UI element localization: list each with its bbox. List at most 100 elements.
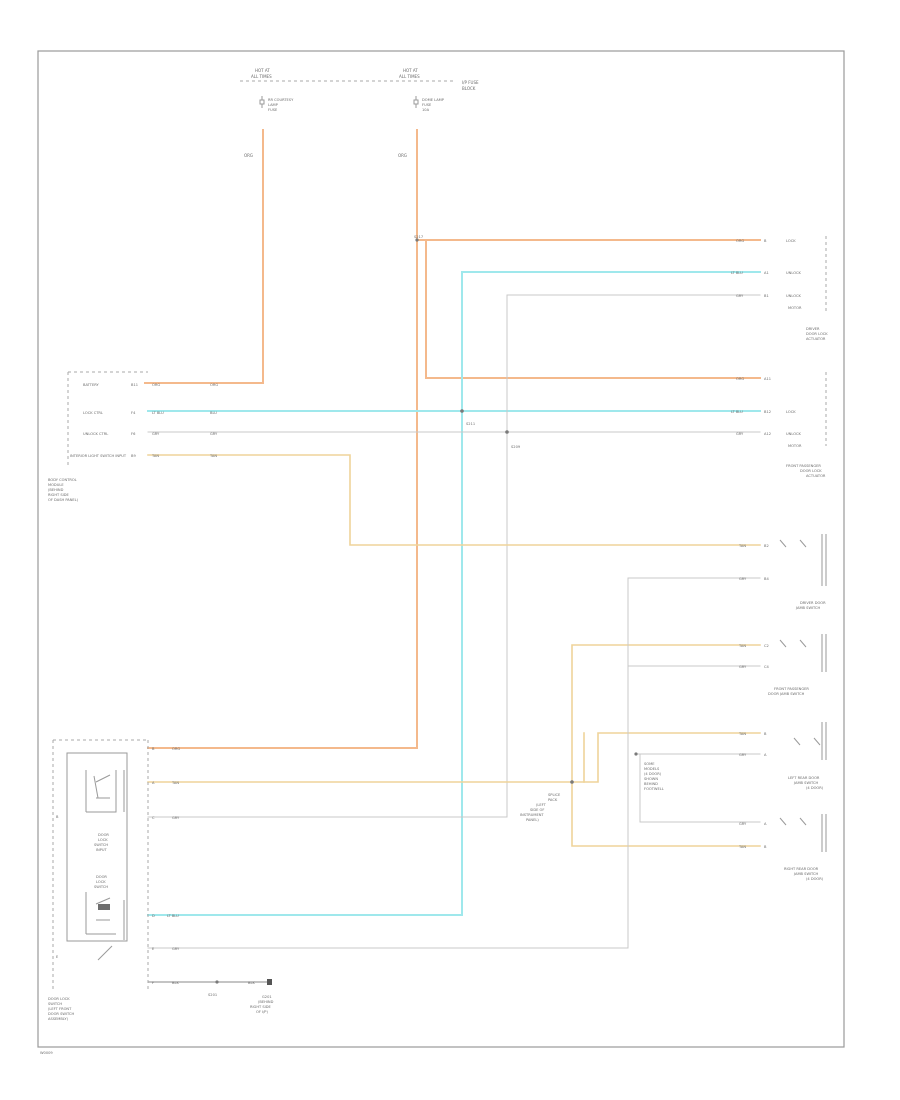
dlsm-pin-e: E GRY (152, 947, 180, 951)
wires (144, 129, 761, 983)
dlsm-pin-color: GRY (172, 947, 180, 951)
splice-pack-note: SPLICE PACK (LEFT SIDE OF INSTRUMENT PAN… (520, 793, 561, 822)
dj1-label: DRIVER DOOR (800, 601, 826, 605)
models-note-line-3: (4 DOOR) (644, 772, 662, 776)
dlsm-label: DOOR LOCK (48, 997, 70, 1001)
fuse-block: HOT AT ALL TIMES HOT AT ALL TIMES I/P FU… (240, 68, 479, 158)
fuse-right-desc: DOME LAMP (422, 98, 445, 102)
dlsm-label-5: ASSEMBLY) (48, 1017, 69, 1021)
splice-dot-org (415, 238, 419, 242)
splice-pack-label: SPLICE (548, 793, 561, 797)
dj4-symbol (779, 814, 827, 852)
fuse-right-hot-label: HOT AT (403, 68, 418, 73)
fuse-left: RR COURTESY LAMP FUSE (259, 96, 294, 112)
ddl-pin-color: GRY (736, 294, 744, 298)
dj2-pin-color-2: GRY (739, 665, 747, 669)
models-note-line-6: FOOTWELL (644, 787, 664, 791)
bcm-label-5: OF DASH PANEL) (48, 498, 79, 502)
bcm-pin-interior: INTERIOR LIGHT SWITCH INPUT B9 TAN TAN (70, 454, 217, 458)
wire-gry-rr-jamb (639, 753, 761, 823)
passenger-door-lock-actuator: ORG A11 LT BLU B12 LOCK GRY A12 UNLOCK M… (731, 372, 827, 478)
splice-dot-tan (570, 780, 574, 784)
ground-label: G201 (262, 995, 272, 999)
dlsm-lower-switch (85, 892, 125, 961)
dlsm-upper-switch (85, 770, 125, 813)
dj2-label-2: DOOR JAMB SWITCH (768, 692, 805, 696)
splice-s217-label: S217 (414, 235, 423, 239)
bcm-label-2: MODULE (48, 483, 64, 487)
dlsm-sub2-3: SWITCH (94, 885, 108, 889)
dj1-pin-color-2: GRY (739, 577, 747, 581)
pdl-pin-2: LT BLU B12 LOCK (731, 410, 796, 414)
pdl-pin-tag: LOCK (786, 410, 796, 414)
dj4-pin-code-2: B (764, 845, 767, 849)
dlsm-pin-code: E (152, 947, 155, 951)
wire-org-passenger-lock (425, 239, 761, 379)
dj3-label: LEFT REAR DOOR (788, 776, 820, 780)
fuse-left-desc-3: FUSE (268, 108, 278, 112)
dlsm-pin-color: ORG (172, 747, 180, 751)
dj3-pin-color: TAN (738, 732, 746, 736)
bcm-pin-battery: BATTERY B11 ORG ORG (83, 383, 218, 387)
ddl-pin-tag: UNLOCK (786, 294, 802, 298)
wire-label-org-right: ORG (398, 153, 407, 158)
dj3-label-3: (4 DOOR) (806, 786, 824, 790)
bcm-pin-code: F4 (131, 411, 136, 415)
models-note-line-4: SHOWN (644, 777, 658, 781)
fuse-block-label: I/P FUSE (462, 80, 479, 85)
ddl-pin-tag: LOCK (786, 239, 796, 243)
dlsm-pin-d: D LT BLU (152, 914, 179, 918)
ddl-label-2: DOOR LOCK (806, 332, 828, 336)
bcm-pin-wire: BLU (210, 411, 217, 415)
ddl-pin-code: A1 (764, 271, 769, 275)
bcm-label-4: RIGHT SIDE (48, 493, 69, 497)
wire-tan-rr-jamb (571, 781, 761, 847)
fuse-left-hot-label-2: ALL TIMES (251, 74, 272, 79)
fuse-right-desc-2: FUSE (422, 103, 432, 107)
dj2-pin-code: C2 (764, 644, 769, 648)
dlsm-switch-contact (98, 904, 110, 910)
bcm-pin-unlock: UNLOCK CTRL F6 GRY GRY (83, 432, 218, 436)
ground-label-4: OF I/P) (256, 1010, 268, 1014)
dj3-label-2: JAMB SWITCH (793, 781, 819, 785)
dj3-pin-code-2: A (764, 753, 767, 757)
dlsm-label-3: (LEFT FRONT (48, 1007, 72, 1011)
dlsm-pin-a: A TAN (152, 781, 179, 785)
dj4-pin-color-2: TAN (738, 845, 746, 849)
pdl-pin-3: GRY A12 UNLOCK (736, 432, 802, 436)
dj1-label-2: JAMB SWITCH (795, 606, 821, 610)
pdl-pin-tag: UNLOCK (786, 432, 802, 436)
splice-dot-ground (215, 980, 219, 984)
dj3-pin-color-2: GRY (739, 753, 747, 757)
dlsm-pin-c: C GRY (152, 816, 180, 820)
splice-pack-label-4: SIDE OF (530, 808, 544, 812)
bcm-pin-color: TAN (151, 454, 159, 458)
ground-splice-label: S201 (208, 993, 217, 997)
dlsm-sub1-4: INPUT (96, 848, 108, 852)
ground: S201 BLK G201 (BEHIND RIGHT SIDE OF I/P) (208, 979, 274, 1014)
ddl-pin-2: LT BLU A1 UNLOCK (731, 271, 802, 275)
dlsm-pin-code: A (152, 781, 155, 785)
wire-ltblu-lock-bus (147, 271, 761, 916)
dlsm-pin-color: TAN (171, 781, 179, 785)
models-note: SOME MODELS (4 DOOR) SHOWN BEHIND FOOTWE… (644, 762, 664, 791)
pdl-label: FRONT PASSENGER (786, 464, 821, 468)
bcm-pin-name: INTERIOR LIGHT SWITCH INPUT (70, 454, 127, 458)
dj2-pin-color: TAN (738, 644, 746, 648)
models-note-line-2: MODELS (644, 767, 660, 771)
dj1-pin-code-2: B4 (764, 577, 769, 581)
ddl-pin-3: GRY B1 UNLOCK (736, 294, 802, 298)
bcm-pin-color: GRY (152, 432, 160, 436)
pdl-pin-1: ORG A11 (736, 377, 771, 381)
pdl-pin-code: A11 (764, 377, 771, 381)
dj2-pin-code-2: C4 (764, 665, 770, 669)
wire-tan-lr-jamb (571, 732, 761, 783)
wire-gry-unlock-bus (147, 294, 761, 818)
fuse-left-hot-label: HOT AT (255, 68, 270, 73)
dj4-label-2: JAMB SWITCH (793, 872, 819, 876)
dj3-symbol (793, 722, 827, 760)
wire-org-bcm-battery (144, 129, 264, 384)
wire-tan-bcm-input (147, 454, 761, 546)
pdl-label-3: ACTUATOR (806, 474, 826, 478)
door-lock-switch-module: B E B ORG A TAN C GRY D LT BLU E GRY F B… (48, 739, 180, 1021)
